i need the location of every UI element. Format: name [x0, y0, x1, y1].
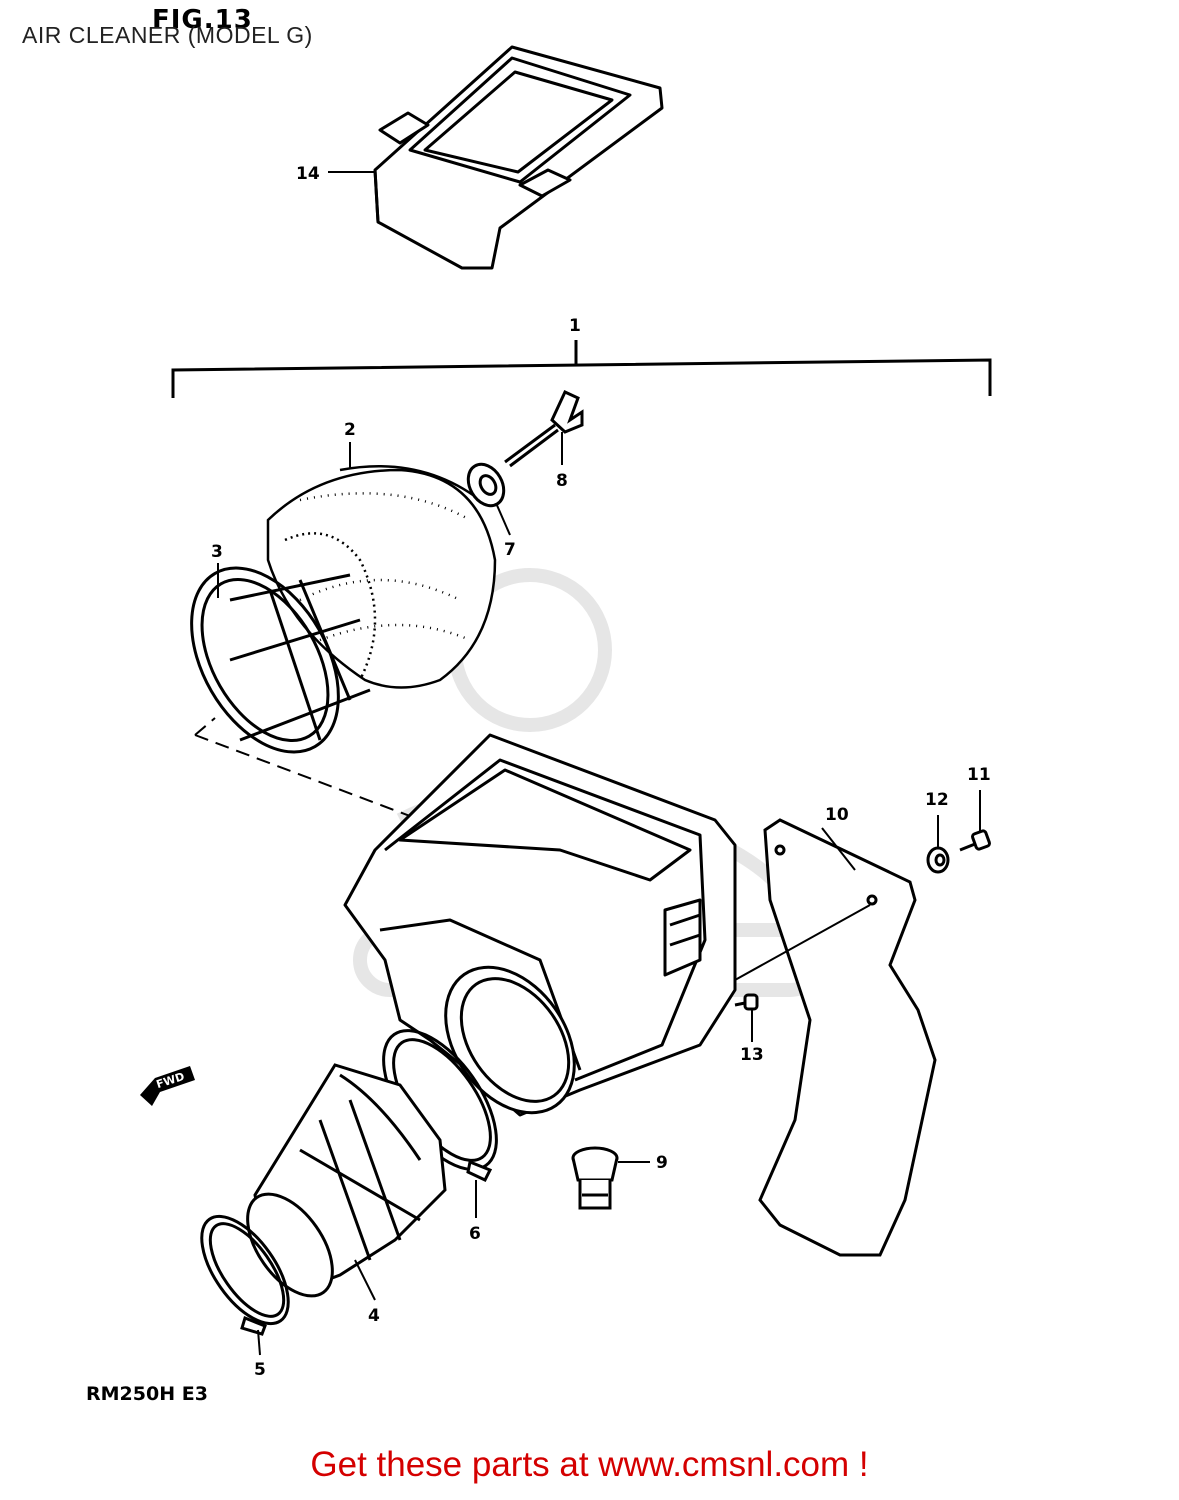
- callout-5: 5: [254, 1360, 266, 1380]
- callout-12: 12: [925, 790, 949, 810]
- callout-4: 4: [368, 1306, 380, 1326]
- part-13-screw: [734, 993, 759, 1011]
- callout-9: 9: [656, 1153, 668, 1173]
- part-3-filter-cage: [190, 566, 371, 754]
- callout-14: 14: [296, 164, 320, 184]
- leader-10: [821, 827, 856, 871]
- callout-3: 3: [211, 542, 223, 562]
- duct-guide-line: [734, 904, 871, 981]
- part-2-filter-element: [266, 465, 497, 689]
- callout-8: 8: [556, 471, 568, 491]
- callout-6: 6: [469, 1224, 481, 1244]
- part-14-cover: [373, 45, 664, 270]
- callout-2: 2: [344, 420, 356, 440]
- callout-1: 1: [569, 316, 581, 336]
- callout-11: 11: [967, 765, 991, 785]
- part-12-washer: [926, 846, 950, 874]
- part-11-screw: [959, 829, 991, 852]
- part-4-intake-boot: [246, 1063, 447, 1298]
- leader-7: [495, 502, 511, 536]
- leader-4: [354, 1259, 376, 1301]
- air-cleaner-box: [343, 733, 737, 1117]
- part-10-intake-duct: [758, 818, 937, 1257]
- part-9-drain-plug: [571, 1146, 619, 1210]
- part-8-wing-bolt: [504, 390, 584, 468]
- page-title: AIR CLEANER (MODEL G): [22, 22, 313, 48]
- callout-13: 13: [740, 1045, 764, 1065]
- callout-10: 10: [825, 805, 849, 825]
- fwd-direction-arrow: [140, 1066, 195, 1106]
- callout-7: 7: [504, 540, 516, 560]
- assembly-bracket-1: [171, 340, 992, 398]
- leader-5: [257, 1329, 261, 1356]
- part-5-clamp: [200, 1214, 290, 1336]
- parts-banner-link[interactable]: Get these parts at www.cmsnl.com !: [310, 1445, 869, 1484]
- figure-label: FIG.13: [152, 5, 253, 35]
- model-code: RM250H E3: [86, 1383, 208, 1405]
